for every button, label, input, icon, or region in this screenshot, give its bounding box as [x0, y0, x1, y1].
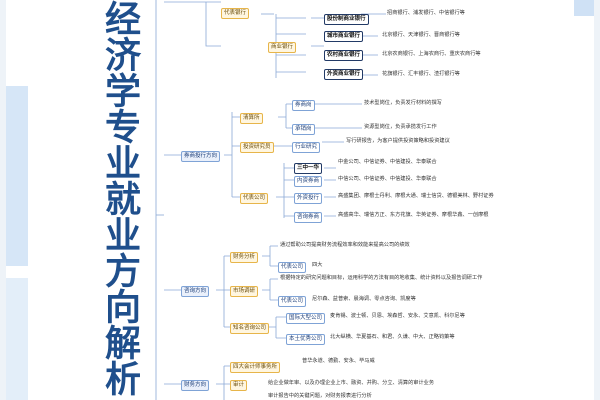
- node-jiaoyi-shi: 清算所: [240, 113, 263, 124]
- leaf-chengshi-bank: 北京银行、天津银行、晋商银行等: [382, 32, 460, 38]
- leaf-waizi-touhang: 高盛集团、摩根士丹利、摩根大通、瑞士信贷、德银美林、野村证券: [338, 193, 494, 199]
- node-bentu-zixun: 本土优秀公司: [286, 334, 326, 345]
- leaf-waizi-bank: 花旗银行、汇丰银行、渣打银行等: [382, 71, 460, 77]
- node-chengshi-bank: 城市商业银行: [324, 31, 364, 42]
- leaf-caiwu-fenxi: 通过帮助公司提高财务流程效率和效能来提高公司的绩效: [280, 242, 410, 248]
- leaf-neizi-quanshang: 中信公司、中信证券、中信建投、华泰联合: [338, 176, 437, 182]
- deco-stripe-left: [6, 86, 28, 266]
- node-touzi-yanjiu: 投资研究员: [240, 142, 274, 153]
- node-daili-bank: 代表银行: [221, 8, 250, 19]
- leaf-zixun-quanshang: 高盛高华、瑞信方正、东方花旗、华英证券、摩根华鑫、一创摩根: [338, 212, 489, 218]
- leaf-daili-bank: 招商银行、浦发银行、中信银行等: [387, 10, 465, 16]
- node-daili-gongsi-2: 代表公司: [278, 262, 307, 273]
- leaf-daili-gongsi-2: 四大: [312, 262, 323, 268]
- node-waizi-bank: 外资商业银行: [324, 69, 364, 80]
- node-shangye-bank: 商业银行: [268, 42, 297, 53]
- node-juemingshi: 券商岗: [292, 100, 315, 111]
- node-qiye-kaohe: 承销岗: [292, 124, 315, 135]
- node-hangye-yanjiu: 行业研究: [292, 142, 321, 153]
- deco-stripe-left-2: [6, 278, 28, 400]
- node-guoji-zixun: 国际大型公司: [286, 313, 326, 324]
- mindmap-card: 经济学专业就业方向解析: [6, 0, 594, 400]
- node-santong-yiyi: 三中一华: [294, 163, 323, 174]
- leaf-hangye-yanjiu: 写行研报告，为客户提供投资策略和投资建议: [346, 138, 450, 144]
- leaf-qiye-kaohe: 资源型岗位，负责承揽发行工作: [364, 124, 437, 130]
- node-waizi-touhang: 外资投行: [294, 193, 323, 204]
- leaf-guoji-zixun: 麦肯锡、波士顿、贝恩、埃森哲、安永、艾意凯、科尔尼等: [330, 313, 465, 319]
- node-shenji: 审计: [230, 380, 248, 391]
- leaf-shenji: 给企业做年审、以及办理企业上市、融资、并购、分立、清算的审计业务: [268, 380, 435, 386]
- node-shichang-diaoyan: 市场调研: [230, 286, 259, 297]
- node-caiwu-fenxi: 财务分析: [230, 252, 259, 263]
- leaf-santong-yiyi: 中金公司、中信证券、中信建投、华泰联合: [338, 159, 437, 165]
- node-zhengquan: 券商投行方向: [181, 151, 221, 162]
- leaf-shenji-2: 审计报告中的关键问题，对财务报表进行分析: [268, 393, 372, 399]
- node-neizi-quanshang: 内资券商: [294, 176, 323, 187]
- node-zixun-fangxiang: 咨询方向: [181, 286, 210, 297]
- leaf-juemingshi: 技术型岗位，负责发行材料的撰写: [364, 100, 442, 106]
- node-shenji-fangxiang: 财务方向: [181, 380, 210, 391]
- node-gufenzhi-bank: 股份制商业银行: [324, 14, 369, 25]
- node-zixun-quanshang: 咨询券商: [294, 212, 323, 223]
- leaf-bentu-zixun: 北大纵横、华夏基石、和君、久谦、中大、正略钧策等: [330, 334, 455, 340]
- leaf-nongcun-bank: 北京农商银行、上海农商行、重庆农商行等: [382, 51, 481, 57]
- leaf-sida: 普华永道、德勤、安永、毕马威: [302, 358, 375, 364]
- node-sida: 四大会计师事务所: [230, 362, 281, 373]
- node-zhiming-zixun: 知名咨询公司: [230, 323, 270, 334]
- page-title: 经济学专业就业方向解析: [99, 0, 140, 396]
- node-daili-gongsi: 代表公司: [240, 193, 269, 204]
- leaf-shichang-diaoyan: 根据特定的研究问题和目标，运用科学的方法有目的地收集、统计资料以及报告调研工作: [280, 275, 483, 281]
- deco-corner-right: [574, 0, 594, 16]
- node-daili-gongsi-3: 代表公司: [278, 296, 307, 307]
- leaf-daili-gongsi-3: 尼尔森、益普索、晨海调、零点咨询、凯度等: [312, 296, 416, 302]
- node-nongcun-bank: 农村商业银行: [324, 50, 364, 61]
